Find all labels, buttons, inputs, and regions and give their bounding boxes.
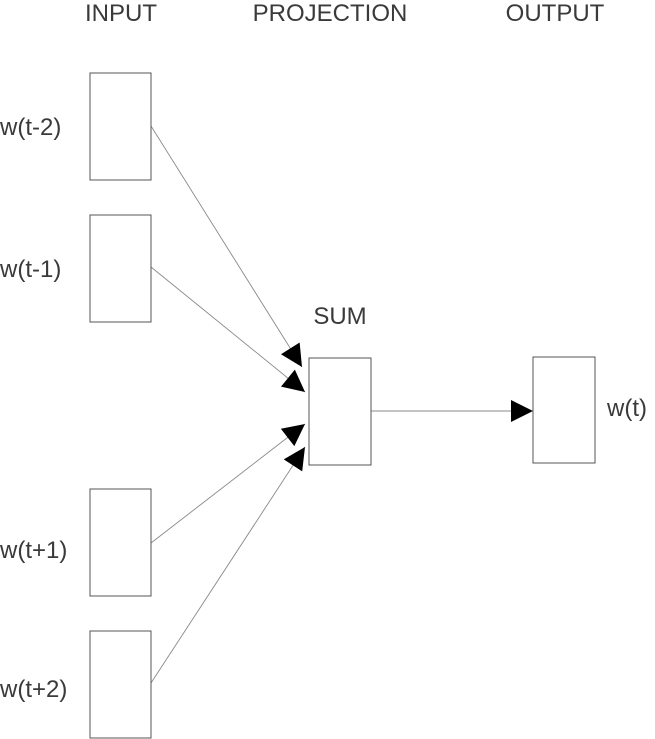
edge-input-1-to-sum — [150, 125, 303, 368]
output-label: w(t) — [606, 395, 647, 422]
projection-box — [308, 357, 372, 466]
input-label-4: w(t+2) — [0, 676, 67, 703]
input-label-1: w(t-2) — [0, 114, 61, 141]
input-box-1 — [89, 72, 152, 181]
header-input: INPUT — [85, 0, 157, 27]
input-box-3 — [89, 488, 152, 597]
edge-input-2-to-sum — [150, 266, 306, 393]
projection-label: SUM — [313, 303, 366, 330]
output-box — [532, 356, 596, 464]
input-label-3: w(t+1) — [0, 537, 67, 564]
input-label-2: w(t-1) — [0, 256, 61, 283]
input-box-4 — [89, 630, 152, 739]
edge-input-3-to-sum — [150, 423, 306, 544]
input-box-2 — [89, 214, 152, 323]
header-projection: PROJECTION — [253, 0, 408, 27]
header-output: OUTPUT — [506, 0, 605, 27]
edge-input-4-to-sum — [150, 446, 306, 684]
